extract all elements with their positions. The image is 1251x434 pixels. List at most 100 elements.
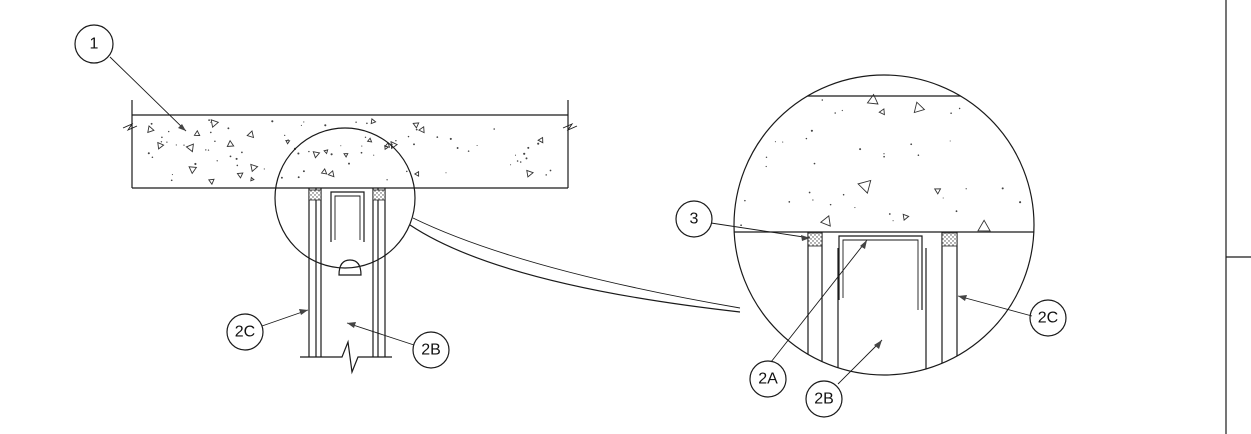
aggregate-mark	[902, 213, 910, 221]
aggregate-dot	[147, 152, 150, 155]
aggregate-dot	[207, 149, 210, 151]
aggregate-dot	[810, 129, 813, 132]
aggregate-dot	[744, 199, 746, 202]
aggregate-dot	[955, 210, 958, 213]
aggregate-dot	[413, 143, 415, 146]
aggregate-mark	[210, 119, 220, 129]
aggregate-dot	[168, 130, 170, 133]
aggregate-dot	[361, 145, 363, 147]
aggregate-dot	[355, 121, 357, 123]
aggregate-dot	[209, 131, 212, 134]
aggregate-dot	[514, 154, 517, 156]
aggregate-dot	[445, 172, 447, 174]
aggregate-dot	[765, 156, 768, 159]
aggregate-mark	[285, 139, 291, 145]
aggregate-dot	[813, 162, 816, 165]
detail-connector-line-lower	[409, 224, 741, 313]
aggregate-dot	[888, 213, 891, 215]
aggregate-mark	[977, 219, 991, 232]
aggregate-dot	[297, 176, 300, 179]
aggregate-dot	[235, 157, 238, 160]
concrete-slab-elevation	[122, 100, 578, 189]
aggregate-dot	[456, 147, 459, 149]
callout-2c-right: 2C	[957, 295, 1067, 337]
aggregate-dot	[942, 197, 944, 199]
aggregate-dot	[1001, 187, 1004, 190]
svg-text:2B: 2B	[421, 342, 441, 359]
aggregate-mark	[413, 170, 420, 177]
sheet-border	[1225, 0, 1251, 434]
aggregate-dot	[821, 99, 824, 101]
aggregate-mark	[913, 101, 926, 114]
aggregate-dot	[340, 145, 342, 147]
aggregate-dot	[208, 119, 210, 121]
aggregate-dot	[854, 207, 856, 209]
aggregate-dot	[523, 152, 526, 155]
aggregate-dot	[834, 112, 836, 114]
aggregate-dot	[364, 136, 367, 139]
aggregate-dot	[917, 154, 920, 156]
aggregate-mark	[193, 129, 201, 136]
callout-2b-left: 2B	[346, 322, 450, 369]
aggregate-dot	[175, 144, 177, 146]
aggregate-dot	[829, 203, 832, 206]
aggregate-dot	[774, 141, 776, 143]
aggregate-dot	[407, 135, 410, 138]
aggregate-dot	[436, 136, 439, 138]
aggregate-dot	[883, 153, 885, 155]
svg-text:2C: 2C	[235, 324, 255, 341]
aggregate-mark	[250, 176, 255, 182]
aggregate-dot	[284, 134, 286, 137]
aggregate-dot	[373, 154, 375, 156]
aggregate-mark	[933, 188, 942, 195]
svg-text:2A: 2A	[758, 371, 778, 388]
aggregate-mark	[312, 151, 321, 159]
aggregate-dot	[287, 139, 289, 141]
aggregate-dot	[166, 141, 168, 143]
aggregate-dot	[280, 176, 283, 179]
aggregate-dot	[151, 156, 154, 158]
svg-text:1: 1	[90, 36, 99, 53]
aggregate-mark	[384, 144, 390, 151]
detail-connector-line-upper	[412, 217, 741, 309]
aggregate-dot	[210, 121, 212, 123]
aggregate-dot	[236, 164, 239, 167]
aggregate-dot	[324, 124, 327, 127]
aggregate-dot	[150, 122, 153, 125]
aggregate-dot	[348, 162, 350, 165]
aggregate-mark	[343, 153, 349, 158]
aggregate-dot	[549, 169, 552, 172]
aggregate-dot	[229, 155, 232, 158]
aggregate-mark	[157, 141, 165, 150]
aggregate-dot	[386, 179, 388, 181]
aggregate-mark	[370, 118, 377, 125]
wall-assembly-elevation	[300, 188, 392, 375]
aggregate-dot	[216, 160, 218, 162]
aggregate-dot	[303, 121, 305, 123]
aggregate-dot	[171, 174, 173, 176]
aggregate-dot	[805, 137, 808, 140]
aggregate-dot	[537, 142, 540, 145]
aggregate-dot	[910, 143, 913, 146]
callout-1: 1	[74, 24, 187, 132]
aggregate-dot	[415, 128, 418, 131]
callout-3: 3	[675, 200, 811, 241]
aggregate-dot	[949, 140, 951, 142]
aggregate-mark	[878, 108, 885, 116]
callout-2a: 2A	[749, 239, 868, 398]
callout-2c-left: 2C	[226, 309, 309, 351]
aggregate-mark	[188, 166, 198, 175]
concrete-aggregate-left	[147, 118, 552, 186]
svg-text:2C: 2C	[1038, 310, 1058, 327]
aggregate-dot	[519, 161, 522, 163]
aggregate-dot	[302, 170, 305, 173]
svg-text:3: 3	[690, 211, 699, 228]
aggregate-dot	[493, 128, 496, 130]
detail-circle-small	[274, 127, 416, 269]
aggregate-mark	[246, 130, 255, 139]
aggregate-mark	[866, 93, 879, 105]
aggregate-mark	[226, 139, 235, 148]
aggregate-dot	[476, 144, 478, 147]
aggregate-dot	[183, 144, 185, 146]
